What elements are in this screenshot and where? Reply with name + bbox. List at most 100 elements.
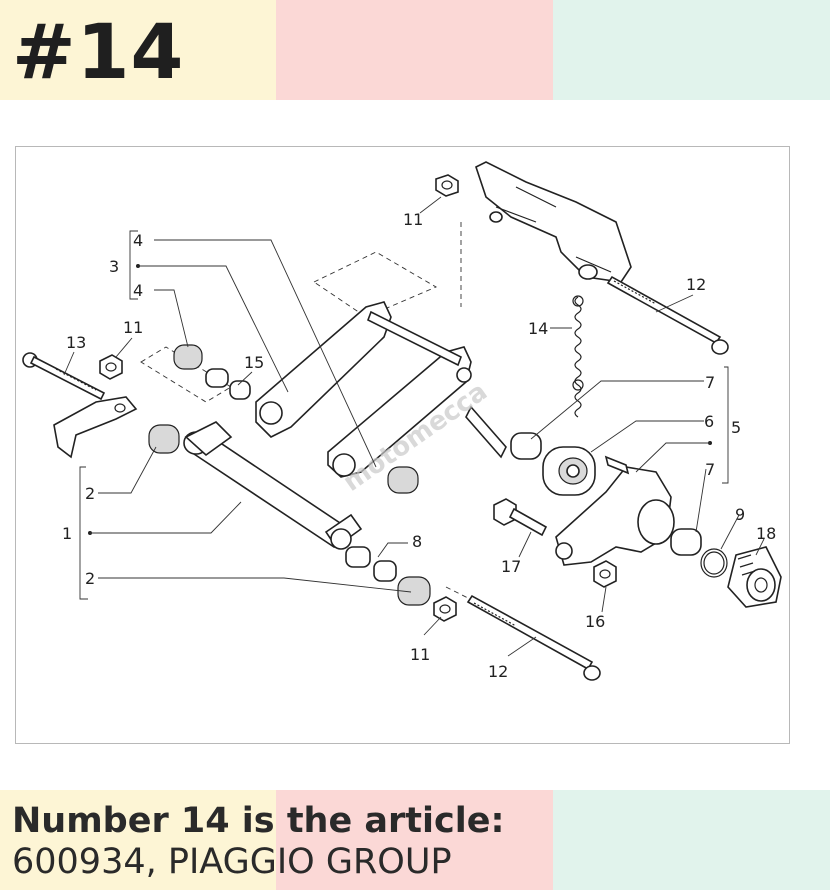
shock-bracket-hole xyxy=(555,542,573,560)
callout-4-lower: 4 xyxy=(133,281,143,300)
leader-6 xyxy=(590,420,704,453)
callout-3: 3 xyxy=(109,257,119,276)
nut-11-left xyxy=(99,354,123,380)
spacer-8 xyxy=(345,546,371,568)
leader-11-top xyxy=(419,196,442,214)
swing-arm-cross-tube xyxy=(366,310,463,367)
leader-16 xyxy=(601,586,607,613)
leader-4-upper xyxy=(154,239,377,468)
callout-12-top: 12 xyxy=(686,275,706,294)
callout-11-bottom: 11 xyxy=(410,645,430,664)
callout-6: 6 xyxy=(704,412,714,431)
bottom-color-band xyxy=(0,790,830,890)
callout-8: 8 xyxy=(412,532,422,551)
bolt-12-bottom-head xyxy=(583,665,601,681)
spring-14-hook xyxy=(572,295,584,307)
circlip-9 xyxy=(700,548,728,578)
nut-11-bottom xyxy=(433,596,457,622)
callout-2-lower: 2 xyxy=(85,569,95,588)
leader-15 xyxy=(237,371,253,386)
callout-bracket-1 xyxy=(79,466,88,600)
part-number-title: #14 xyxy=(12,7,185,96)
nut-16 xyxy=(593,560,617,588)
callout-13: 13 xyxy=(66,333,86,352)
leader-12-bottom xyxy=(507,636,537,657)
callout-16: 16 xyxy=(585,612,605,631)
bolt-13-shank xyxy=(29,355,106,401)
nut-11-top-hole xyxy=(441,180,453,190)
leader-2-upper xyxy=(98,446,157,494)
nut-11-left-hole xyxy=(105,362,117,372)
sleeve-7-upper xyxy=(510,432,542,460)
band-segment-yellow xyxy=(0,0,276,100)
callout-7-lower: 7 xyxy=(705,460,715,479)
leader-1 xyxy=(90,501,242,534)
frame-bolt-hole xyxy=(578,264,598,280)
guide-line xyxy=(313,251,437,318)
cap-18-center xyxy=(754,577,768,593)
guide-line xyxy=(140,346,232,403)
leader-4-lower xyxy=(154,289,189,348)
callout-1: 1 xyxy=(62,524,72,543)
sleeve-7-lower xyxy=(670,528,702,556)
bolt-17-shank xyxy=(508,507,548,537)
spacer-15 xyxy=(229,380,251,400)
spring-14-hook xyxy=(572,379,584,391)
nut-16-hole xyxy=(599,569,611,579)
band-segment-pink xyxy=(276,0,553,100)
cap-18-face xyxy=(746,568,776,602)
nut-11-top xyxy=(435,174,459,197)
band-segment-green xyxy=(553,0,830,100)
callout-12-bottom: 12 xyxy=(488,662,508,681)
bushing-4-left xyxy=(173,344,203,370)
article-caption-title: Number 14 is the article: xyxy=(12,801,505,841)
leader-17 xyxy=(518,531,532,558)
swing-arm-sleeve xyxy=(465,405,507,459)
callout-18: 18 xyxy=(756,524,776,543)
frame-bolt-hole xyxy=(489,211,503,223)
leader-12-top xyxy=(655,294,694,313)
swing-arm-pivot xyxy=(456,367,472,383)
leader-7-lower xyxy=(695,468,707,533)
article-caption-number: 600934, PIAGGIO GROUP xyxy=(12,842,452,882)
leader-18 xyxy=(755,538,765,556)
leader-5 xyxy=(635,442,710,473)
callout-2-upper: 2 xyxy=(85,484,95,503)
circlip-9-inner xyxy=(703,551,725,575)
callout-7-upper: 7 xyxy=(705,373,715,392)
leader-11-bottom xyxy=(423,616,442,636)
bushing-2-upper xyxy=(148,424,180,454)
callout-11-top: 11 xyxy=(403,210,423,229)
callout-14: 14 xyxy=(528,319,548,338)
callout-9: 9 xyxy=(735,505,745,524)
leader-3 xyxy=(140,265,289,393)
exploded-parts-diagram: motomecca 11 4 3 4 xyxy=(15,146,790,744)
callout-5: 5 xyxy=(731,418,741,437)
bolt-12-bottom-shank xyxy=(466,594,594,671)
leader-13 xyxy=(63,351,75,376)
bolt-13-thread xyxy=(55,368,97,391)
silent-block-6-hole xyxy=(566,464,580,478)
shock-bracket-bore xyxy=(637,499,675,545)
leader-11-left xyxy=(115,337,133,358)
band-segment-pink xyxy=(276,790,553,890)
spring-14-coils xyxy=(574,296,582,418)
swing-arm-pivot xyxy=(332,453,356,477)
callout-15: 15 xyxy=(244,353,264,372)
cap-18-ribs xyxy=(737,554,756,576)
nut-11-bottom-hole xyxy=(439,604,451,614)
band-segment-yellow xyxy=(0,790,276,890)
bushing-4-center xyxy=(387,466,419,494)
pivot-tube-1-end xyxy=(330,528,352,550)
pivot-tube-1-flange xyxy=(184,421,233,457)
leader-2-lower xyxy=(98,577,412,593)
diagram-canvas: motomecca 11 4 3 4 xyxy=(22,161,782,681)
callout-4-upper: 4 xyxy=(133,231,143,250)
bolt-12-top-head xyxy=(711,339,729,355)
mounting-plate xyxy=(53,396,138,459)
leader-9 xyxy=(720,514,740,550)
spacer-15 xyxy=(205,368,229,388)
swing-arm-left-plate xyxy=(255,301,392,438)
frame-bracket-detail xyxy=(495,186,612,273)
leader-7-upper xyxy=(530,380,704,440)
